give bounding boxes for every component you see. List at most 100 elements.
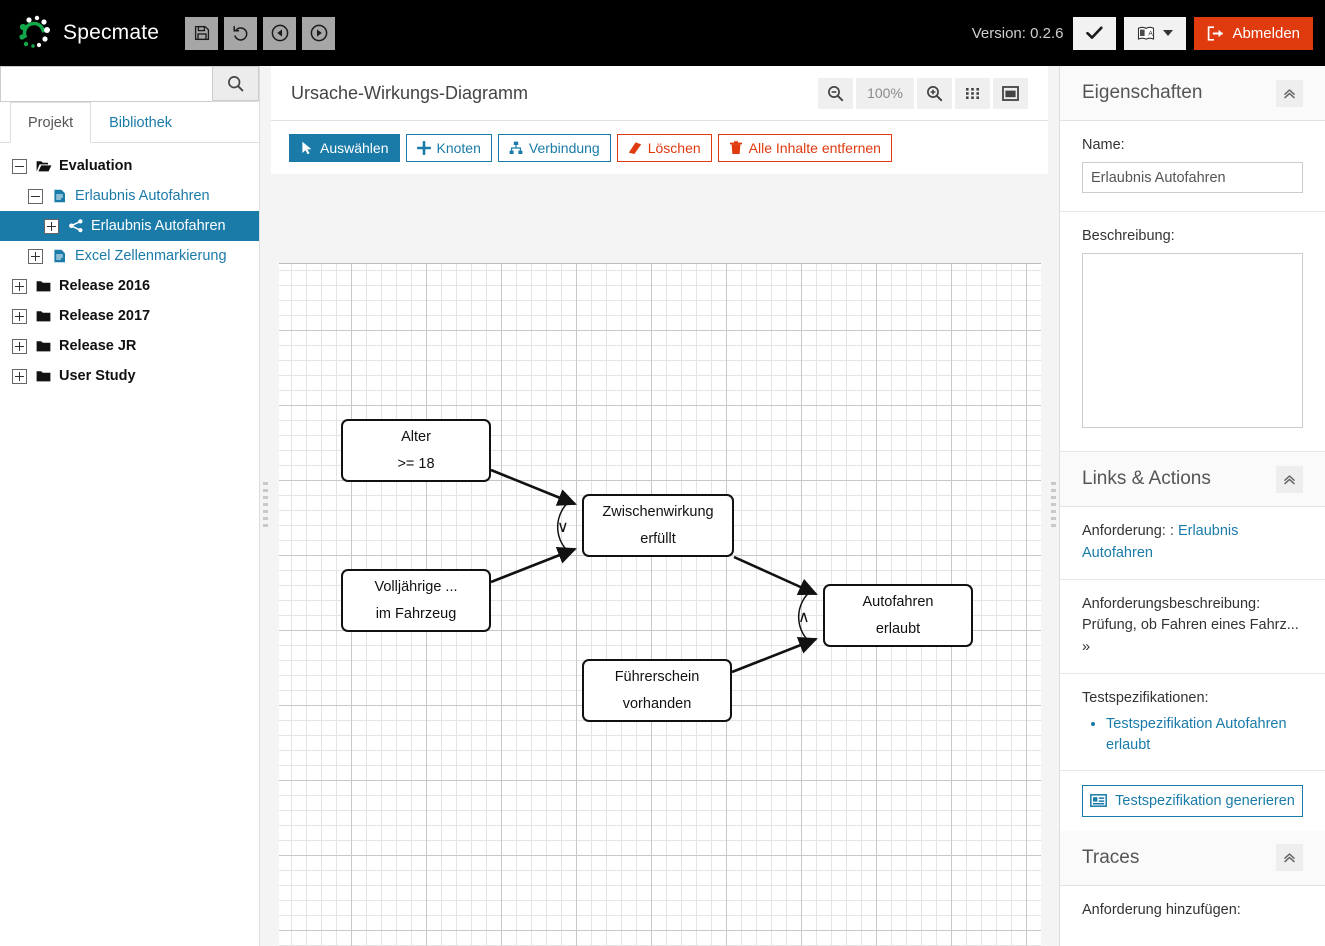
node-line1: Alter xyxy=(401,429,431,445)
document-icon xyxy=(54,189,65,203)
expand-toggle-icon[interactable] xyxy=(12,278,27,294)
expand-toggle-icon[interactable] xyxy=(44,218,59,234)
grid-toggle-button[interactable] xyxy=(955,77,990,109)
tree-item-label: Release 2016 xyxy=(59,278,151,294)
links-actions-title: Links & Actions xyxy=(1082,468,1211,489)
properties-title: Eigenschaften xyxy=(1082,82,1203,103)
description-label: Beschreibung: xyxy=(1082,228,1175,244)
tree-item[interactable]: Release 2016 xyxy=(0,271,259,301)
expand-toggle-icon[interactable] xyxy=(28,248,43,264)
left-splitter-handle[interactable] xyxy=(260,66,271,946)
share-graph-icon xyxy=(69,219,83,233)
tree-item[interactable]: Release 2017 xyxy=(0,301,259,331)
diagram-node-fuehr[interactable]: Führerschein vorhanden xyxy=(582,659,732,722)
chevron-up-double-icon xyxy=(1284,853,1295,863)
tree-item-label: Release 2017 xyxy=(59,308,151,324)
forward-button[interactable] xyxy=(302,16,336,50)
testspec-list: Testspezifikation Autofahren erlaubt xyxy=(1082,714,1303,756)
open-folder-icon xyxy=(36,161,52,172)
testspecs-label: Testspezifikationen: xyxy=(1082,689,1209,706)
svg-text:A: A xyxy=(1149,30,1154,37)
connection-tool-button[interactable]: Verbindung xyxy=(497,133,611,162)
folder-icon xyxy=(36,281,51,292)
trash-tool-button[interactable]: Alle Inhalte entfernen xyxy=(717,133,892,162)
zoom-out-button[interactable] xyxy=(818,77,853,109)
cursor-arrow-tool-button[interactable]: Auswählen xyxy=(289,133,400,162)
properties-section-header: Eigenschaften xyxy=(1060,66,1325,121)
collapse-toggle-icon[interactable] xyxy=(12,158,27,174)
testspecs-row: Testspezifikationen: Testspezifikation A… xyxy=(1060,674,1325,771)
tree-item[interactable]: User Study xyxy=(0,361,259,391)
expand-toggle-icon[interactable] xyxy=(12,338,27,354)
node-line1: Autofahren xyxy=(862,594,934,610)
confirm-button[interactable] xyxy=(1073,16,1117,50)
requirement-link[interactable]: Erlaubnis Autofahren xyxy=(1082,523,1239,561)
logout-button[interactable]: Abmelden xyxy=(1194,16,1313,50)
diagram-node-alter[interactable]: Alter >= 18 xyxy=(341,419,491,482)
zoom-in-button[interactable] xyxy=(917,77,952,109)
tree-item-icon xyxy=(36,279,52,293)
links-actions-section-header: Links & Actions xyxy=(1060,452,1325,507)
tab-projekt[interactable]: Projekt xyxy=(10,102,92,143)
tool-button-label: Alle Inhalte entfernen xyxy=(748,139,881,156)
generate-testspec-button[interactable]: Testspezifikation generieren xyxy=(1082,784,1303,817)
tab-bibliothek[interactable]: Bibliothek xyxy=(109,115,173,131)
tree-item[interactable]: Evaluation xyxy=(0,151,259,181)
document-icon xyxy=(54,249,65,263)
tool-button-label: Verbindung xyxy=(528,139,600,156)
expand-toggle-icon[interactable] xyxy=(12,308,27,324)
tree-item-label: User Study xyxy=(59,368,136,384)
tree-item[interactable]: Release JR xyxy=(0,331,259,361)
search-button[interactable] xyxy=(212,66,259,101)
add-requirement-row: Anforderung hinzufügen: xyxy=(1060,886,1325,936)
properties-collapse-button[interactable] xyxy=(1276,79,1303,107)
node-line1: Zwischenwirkung xyxy=(602,504,714,520)
folder-icon xyxy=(36,341,51,352)
plus-tool-button[interactable]: Knoten xyxy=(405,133,492,162)
sidebar-tabs: Projekt Bibliothek xyxy=(0,102,259,143)
tool-button-label: Auswählen xyxy=(320,139,389,156)
page-title: Ursache-Wirkungs-Diagramm xyxy=(291,82,529,103)
traces-title: Traces xyxy=(1082,846,1140,868)
collapse-toggle-icon[interactable] xyxy=(28,188,43,204)
list-item[interactable]: Testspezifikation Autofahren erlaubt xyxy=(1106,714,1303,756)
svg-text:∧: ∧ xyxy=(798,609,810,626)
tree-item[interactable]: Erlaubnis Autofahren xyxy=(0,211,259,241)
fit-to-window-button[interactable] xyxy=(993,77,1028,109)
language-selector[interactable]: A xyxy=(1124,16,1187,50)
tree-item-icon xyxy=(36,159,52,173)
traces-collapse-button[interactable] xyxy=(1276,844,1303,872)
node-line2: im Fahrzeug xyxy=(375,606,457,622)
tree-item[interactable]: Erlaubnis Autofahren xyxy=(0,181,259,211)
expand-description-chevron-icon[interactable]: » xyxy=(1082,639,1091,655)
node-line2: vorhanden xyxy=(622,696,692,712)
eraser-tool-button[interactable]: Löschen xyxy=(616,133,712,162)
zoom-in-icon xyxy=(927,85,943,101)
right-splitter-handle[interactable] xyxy=(1048,66,1059,946)
checkmark-icon xyxy=(1086,26,1104,39)
tree-item-icon xyxy=(68,219,84,233)
requirement-description-value: Prüfung, ob Fahren eines Fahrz... xyxy=(1082,617,1299,634)
undo-button[interactable] xyxy=(224,16,258,50)
links-actions-collapse-button[interactable] xyxy=(1276,465,1303,493)
save-button[interactable] xyxy=(185,16,219,50)
search-input[interactable] xyxy=(0,66,212,102)
requirement-label: Anforderung: : xyxy=(1082,523,1174,539)
description-textarea[interactable] xyxy=(1082,253,1303,428)
language-book-icon: A xyxy=(1138,26,1155,40)
tree-item[interactable]: Excel Zellenmarkierung xyxy=(0,241,259,271)
grip-dots-icon xyxy=(1051,481,1056,531)
name-label: Name: xyxy=(1082,137,1125,153)
expand-toggle-icon[interactable] xyxy=(12,368,27,384)
diagram-node-voll[interactable]: Volljährige ...im Fahrzeug xyxy=(341,569,491,632)
name-input[interactable] xyxy=(1082,162,1303,193)
node-line2: >= 18 xyxy=(397,456,435,472)
top-right-group: Version: 0.2.6 A Abmelden xyxy=(972,16,1313,50)
node-line1: Führerschein xyxy=(614,669,700,685)
back-button[interactable] xyxy=(263,16,297,50)
